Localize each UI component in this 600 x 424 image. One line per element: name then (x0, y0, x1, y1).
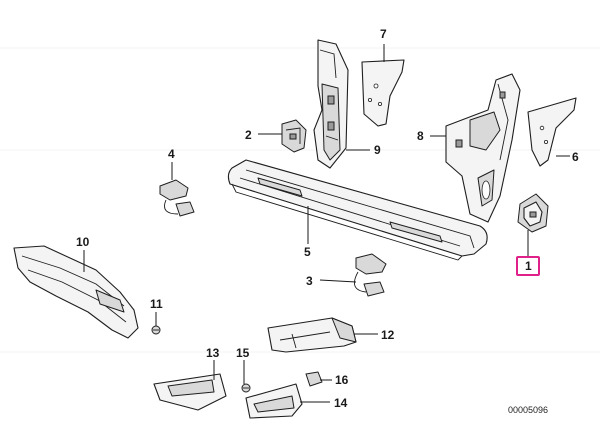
part-8-right-support[interactable] (445, 73, 521, 223)
part-10-air-duct[interactable] (13, 245, 139, 339)
callout-10[interactable]: 10 (76, 235, 90, 249)
part-3-support[interactable] (353, 253, 387, 297)
part-1-bracket[interactable] (517, 193, 549, 233)
callout-2[interactable]: 2 (245, 128, 252, 142)
callout-13[interactable]: 13 (206, 346, 220, 360)
part-11-screw[interactable] (151, 325, 161, 335)
leader-lines (83, 44, 570, 403)
part-9-left-support[interactable] (313, 39, 349, 169)
part-16-clip[interactable] (305, 371, 323, 387)
callout-7[interactable]: 7 (380, 27, 387, 41)
callout-11[interactable]: 11 (150, 297, 163, 311)
part-6-right-gusset[interactable] (527, 97, 577, 167)
part-4-support[interactable] (159, 179, 195, 217)
part-2-bracket[interactable] (281, 119, 307, 153)
part-12-duct[interactable] (267, 317, 357, 353)
part-14-air-channel[interactable] (245, 383, 303, 419)
callouts: 7 2 9 8 6 4 5 1 10 11 3 12 13 15 16 14 (76, 27, 579, 410)
callout-3[interactable]: 3 (306, 274, 313, 288)
part-13-air-guide[interactable] (153, 373, 227, 411)
callout-1[interactable]: 1 (525, 259, 532, 273)
callout-16[interactable]: 16 (335, 373, 349, 387)
callout-12[interactable]: 12 (381, 328, 395, 342)
document-id: 00005096 (508, 405, 548, 415)
callout-5[interactable]: 5 (304, 245, 311, 259)
callout-6[interactable]: 6 (572, 150, 579, 164)
callout-14[interactable]: 14 (334, 396, 348, 410)
part-5-cross-member[interactable] (227, 159, 488, 261)
callout-1-highlight (516, 256, 540, 276)
part-15-bolt[interactable] (241, 383, 251, 393)
callout-4[interactable]: 4 (168, 147, 175, 161)
callout-9[interactable]: 9 (374, 143, 381, 157)
callout-15[interactable]: 15 (236, 346, 250, 360)
part-7-left-gusset[interactable] (361, 59, 405, 127)
callout-8[interactable]: 8 (417, 129, 424, 143)
